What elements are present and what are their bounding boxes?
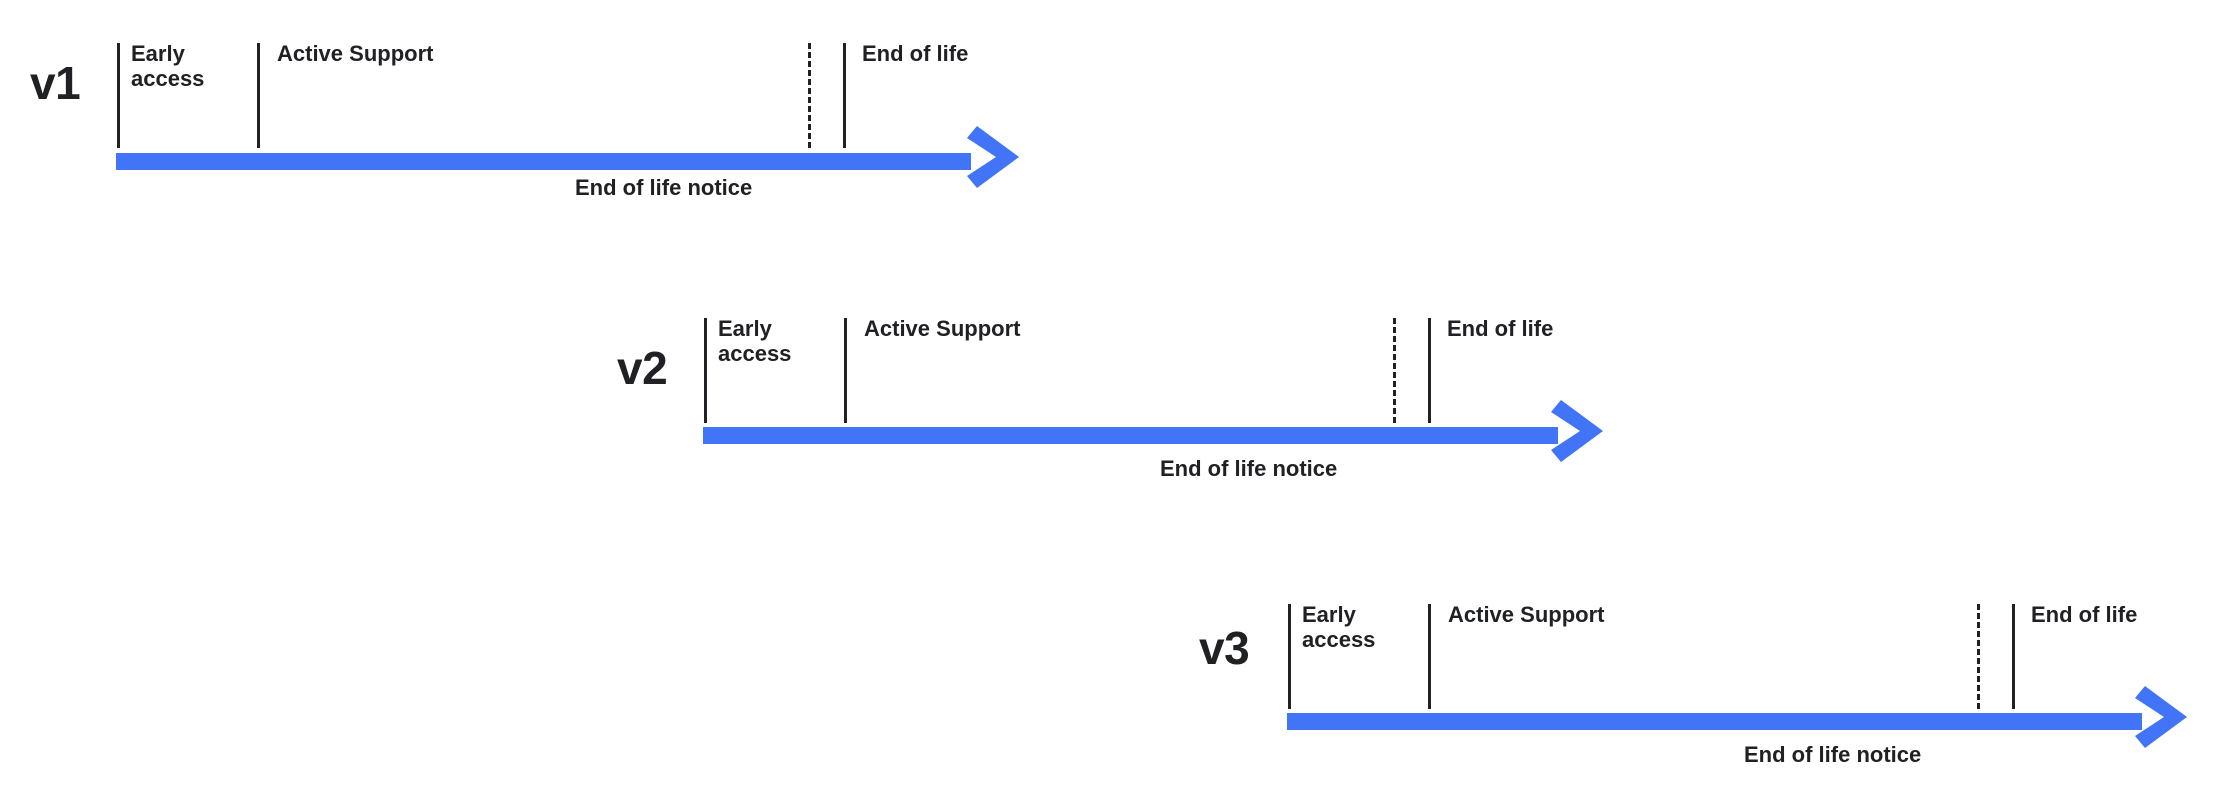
end-of-life-marker bbox=[843, 43, 846, 148]
end-of-life-notice-label: End of life notice bbox=[575, 175, 753, 200]
right-arrow-icon bbox=[1551, 400, 1603, 462]
phase-label-active-support: Active Support bbox=[1448, 602, 1605, 627]
phase-divider bbox=[257, 43, 260, 148]
phase-divider bbox=[844, 318, 847, 423]
phase-label-early-access: Early access bbox=[718, 316, 792, 366]
phase-label-early-access: Early access bbox=[131, 41, 205, 91]
timeline-bar bbox=[116, 153, 971, 170]
timeline-bar bbox=[703, 427, 1558, 444]
phase-divider bbox=[1428, 604, 1431, 709]
version-label-v3: v3 bbox=[1199, 622, 1250, 674]
phase-label-active-support: Active Support bbox=[277, 41, 434, 66]
end-of-life-marker bbox=[2012, 604, 2015, 709]
end-of-life-notice-marker bbox=[1977, 604, 1980, 709]
end-of-life-notice-marker bbox=[808, 43, 811, 148]
end-of-life-notice-label: End of life notice bbox=[1744, 742, 1922, 767]
right-arrow-icon bbox=[967, 126, 1019, 188]
phase-divider bbox=[704, 318, 707, 423]
right-arrow-icon bbox=[2135, 686, 2187, 748]
phase-label-early-access: Early access bbox=[1302, 602, 1376, 652]
end-of-life-notice-label: End of life notice bbox=[1160, 456, 1338, 481]
timeline-bar bbox=[1287, 713, 2142, 730]
phase-divider bbox=[1288, 604, 1291, 709]
phase-label-end-of-life: End of life bbox=[2031, 602, 2138, 627]
end-of-life-marker bbox=[1428, 318, 1431, 423]
phase-label-active-support: Active Support bbox=[864, 316, 1021, 341]
version-label-v1: v1 bbox=[30, 57, 81, 109]
end-of-life-notice-marker bbox=[1393, 318, 1396, 423]
version-label-v2: v2 bbox=[617, 342, 668, 394]
phase-label-end-of-life: End of life bbox=[862, 41, 969, 66]
phase-divider bbox=[117, 43, 120, 148]
phase-label-end-of-life: End of life bbox=[1447, 316, 1554, 341]
